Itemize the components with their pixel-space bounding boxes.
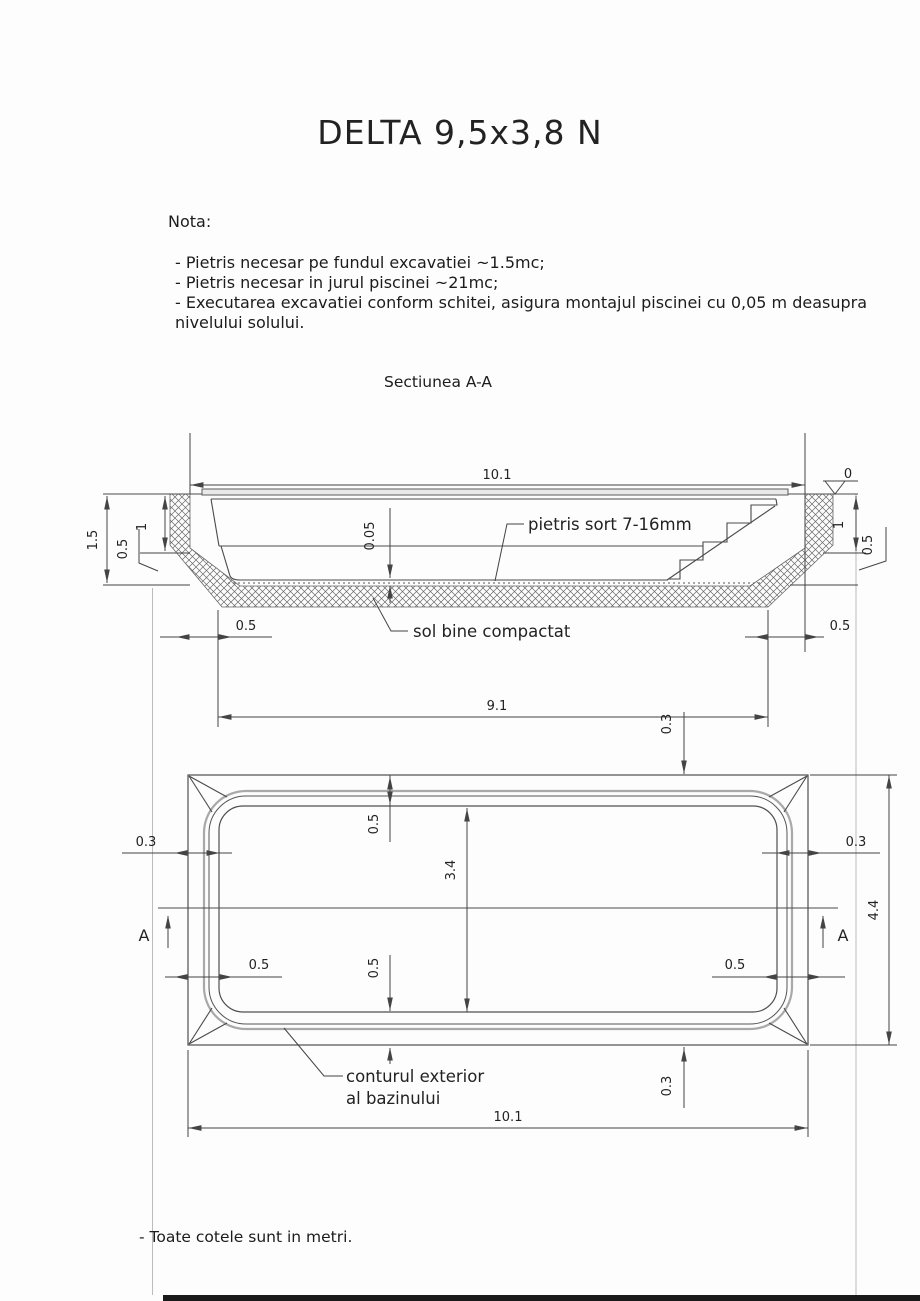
dim-0-5-top: 0.5 [367,814,382,835]
dim-plan-total-height: 4.4 [810,774,897,1046]
label-soil-group: sol bine compactat [372,597,571,641]
dim-plan-right-wall: 0.5 [712,958,845,980]
pool-basin [218,805,778,1013]
pool-contour-dark [208,795,788,1025]
dim-section-bottom: 0.5 0.5 9.1 [160,610,850,727]
dim-0-3-right: 0.3 [846,835,867,850]
dim-plan-left-wall: 0.5 [165,958,282,980]
section-marker-a-right: A [838,926,849,945]
dim-1-right: 1 [832,521,847,529]
nota-item-1: - Pietris necesar pe fundul excavatiei ~… [175,253,545,272]
dim-0-3-bottom: 0.3 [660,1076,675,1097]
page-title: DELTA 9,5x3,8 N [317,113,603,152]
dim-1-left: 1 [135,523,150,531]
pool-steps [668,498,778,580]
page-guide-lines [152,494,857,1295]
dim-0-5-plan-right: 0.5 [725,958,746,973]
dim-9-1: 9.1 [487,699,508,714]
dim-plan-inner-height: 3.4 [444,808,470,1012]
dim-plan-bottom-offset: 0.3 [660,1047,687,1108]
dim-0-5-left: 0.5 [116,539,131,560]
dim-3-4: 3.4 [444,860,459,881]
section-line-a-a: A A [139,907,849,948]
units-note: - Toate cotele sunt in metri. [139,1228,353,1246]
excavation-outline [187,774,809,1046]
dim-section-top-width: 10.1 [189,433,806,652]
dim-plan-bottom-wall: 0.5 [367,955,393,1064]
label-soil: sol bine compactat [413,622,571,641]
dim-plan-top-offset: 0.3 [660,712,687,774]
plan-view: A A 0.3 0.5 3.4 0.5 [122,712,897,1137]
pool-contour-gray [202,789,794,1031]
label-gravel-group: pietris sort 7-16mm [494,515,692,582]
nota-item-3: - Executarea excavatiei conform schitei,… [175,293,868,332]
pool-rim [201,488,789,496]
label-contour-line1: conturul exterior [346,1067,484,1086]
dim-0-3-top: 0.3 [660,714,675,735]
section-marker-a-left: A [139,926,150,945]
datum-marker: 0 [823,467,858,495]
dim-0-5-bottom-left: 0.5 [236,619,257,634]
dim-10-1-top: 10.1 [483,468,512,483]
dim-section-left: 1.5 1 0.5 [86,496,168,583]
dim-section-right: 1 0.5 [832,496,887,571]
datum-level-text: 0 [844,467,852,482]
footer-bar [163,1295,920,1301]
dim-plan-right-offset: 0.3 [762,835,880,856]
nota-list: - Pietris necesar pe fundul excavatiei ~… [168,253,868,333]
dim-0-5-bottom-right: 0.5 [830,619,851,634]
corner-diagonals [188,775,808,1045]
dim-4-4: 4.4 [867,900,882,921]
dim-plan-total-width: 10.1 [187,1050,809,1137]
dim-0-5-bottom-mid: 0.5 [367,958,382,979]
nota-item-2: - Pietris necesar in jurul piscinei ~21m… [175,273,499,292]
dim-plan-top-wall: 0.5 [367,775,393,842]
section-view-title: Sectiunea A-A [384,373,493,391]
label-contour-line2: al bazinului [346,1089,440,1108]
dim-floor-gap: 0.05 [363,508,393,603]
pool-shell-section [210,498,778,581]
dim-0-5-right: 0.5 [861,535,876,556]
dim-10-1-bottom: 10.1 [494,1110,523,1125]
dim-0-3-left: 0.3 [136,835,157,850]
dim-0-5-plan-left: 0.5 [249,958,270,973]
label-contour-group: conturul exterior al bazinului [283,1027,484,1108]
dim-plan-left-offset: 0.3 [122,835,232,856]
nota-heading: Nota: [168,212,212,231]
section-view: 0 10.1 1.5 1 0.5 [86,433,887,727]
dim-1-5-left: 1.5 [86,530,101,551]
dim-0-05: 0.05 [363,522,378,551]
label-gravel: pietris sort 7-16mm [528,515,692,534]
